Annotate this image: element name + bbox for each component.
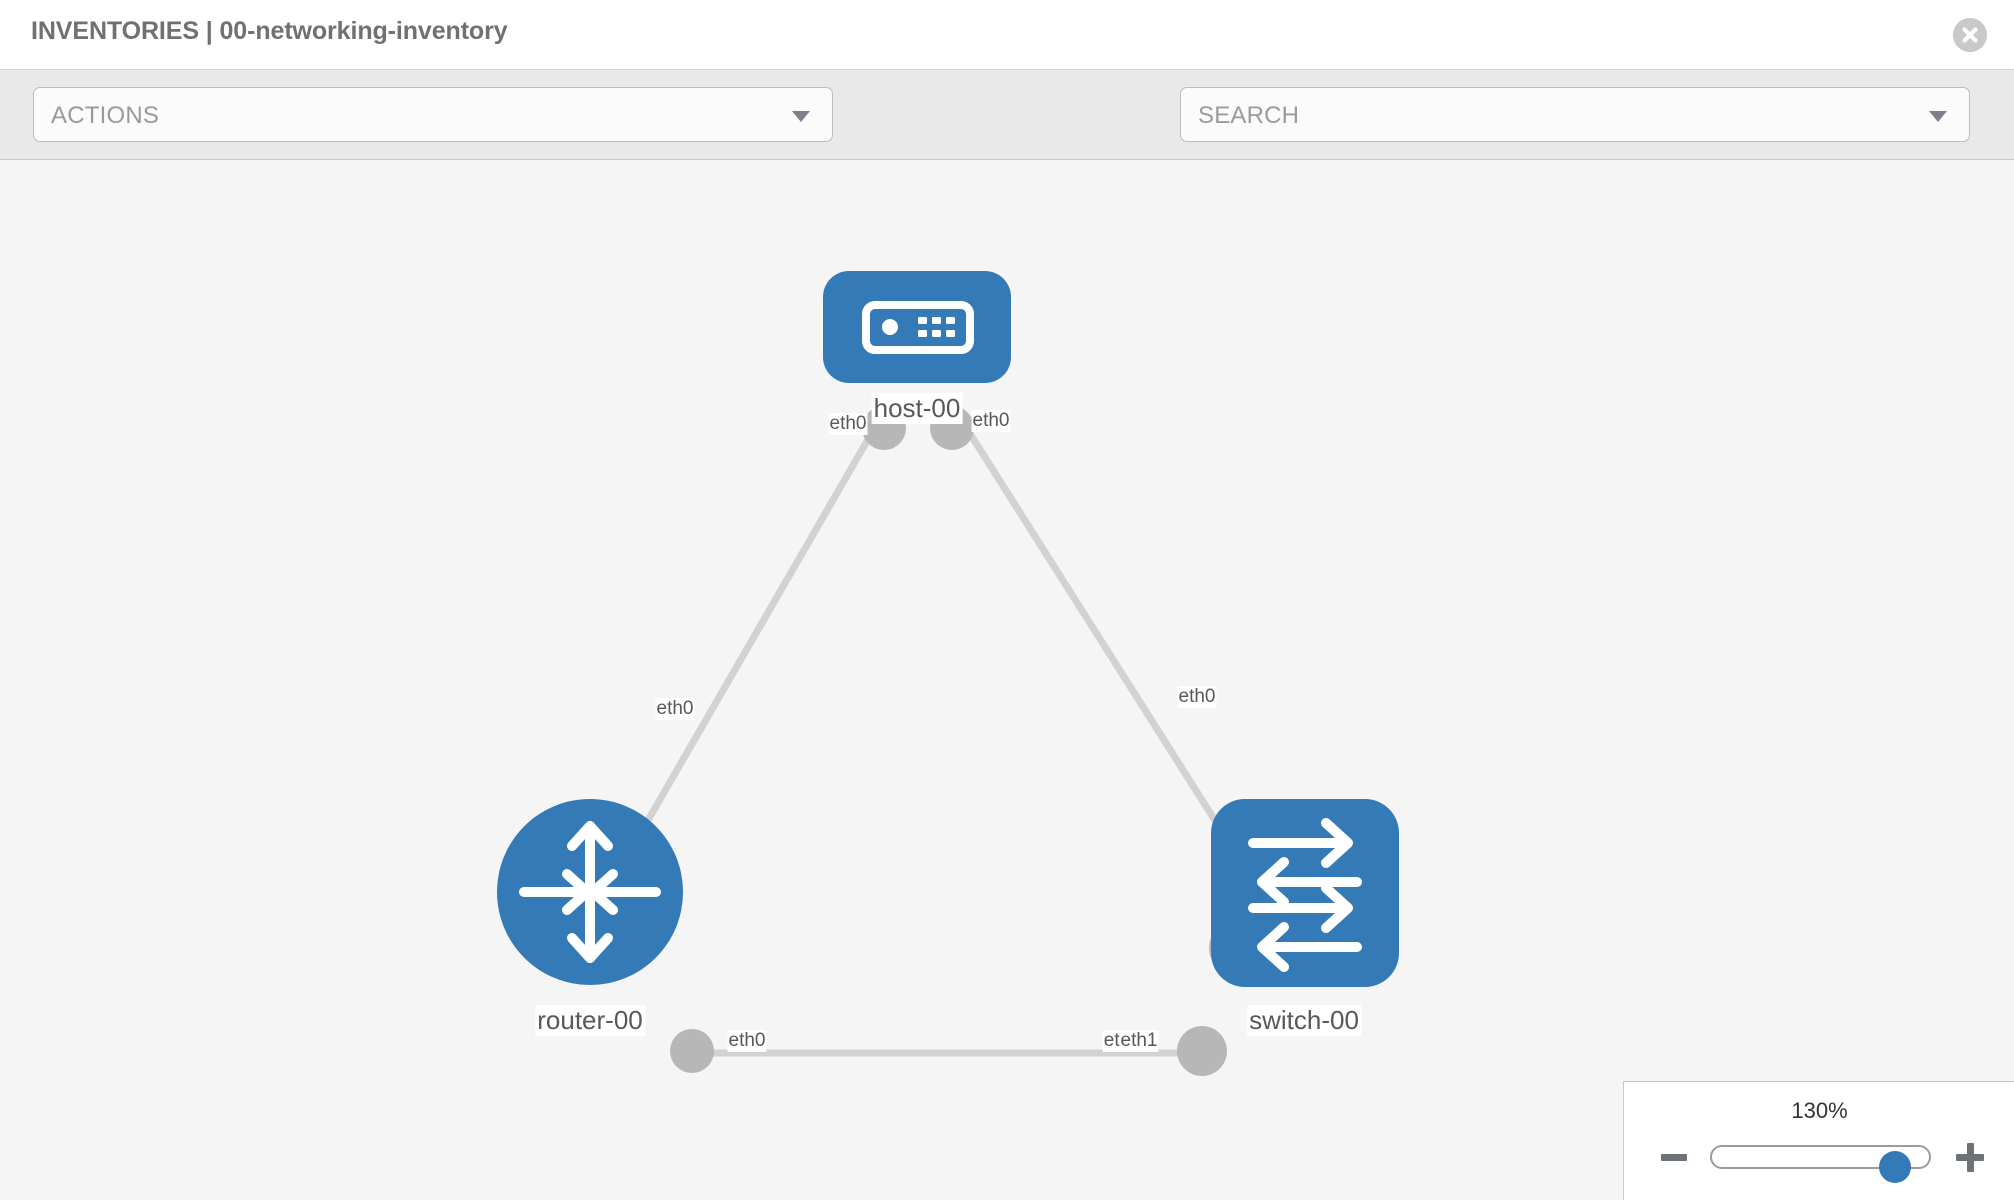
zoom-in-button[interactable] bbox=[1954, 1141, 1986, 1173]
zoom-level-value: 130% bbox=[1791, 1098, 1848, 1123]
edge-host-switch[interactable] bbox=[952, 408, 1243, 862]
interface-markers bbox=[670, 406, 1259, 1076]
topology-graph bbox=[497, 271, 1399, 1076]
actions-dropdown-label: ACTIONS bbox=[51, 102, 160, 129]
edge-host-router[interactable] bbox=[621, 408, 889, 862]
graph-edges bbox=[621, 408, 1243, 1057]
window-header: INVENTORIES | 00-networking-inventory bbox=[0, 0, 2014, 70]
edge-label-host-left: eth0 bbox=[828, 413, 868, 435]
close-icon[interactable] bbox=[1953, 18, 1987, 52]
search-placeholder: SEARCH bbox=[1198, 102, 1300, 129]
edge-label-router-diagonal: eth0 bbox=[655, 698, 695, 720]
node-label-switch: switch-00 bbox=[1247, 1005, 1361, 1036]
zoom-slider-row bbox=[1624, 1137, 2014, 1183]
edge-label-switch-diagonal: eth0 bbox=[1177, 686, 1217, 708]
chevron-down-icon bbox=[792, 111, 810, 122]
zoom-slider-thumb[interactable] bbox=[1879, 1151, 1911, 1183]
zoom-out-button[interactable] bbox=[1658, 1141, 1690, 1173]
switch-arrows-icon bbox=[1248, 818, 1362, 972]
interface-dot-switch-left[interactable] bbox=[1177, 1026, 1227, 1076]
edge-label-switch-horizontal-b: eth1 bbox=[1119, 1030, 1159, 1052]
actions-dropdown[interactable]: ACTIONS bbox=[33, 87, 833, 142]
zoom-slider[interactable] bbox=[1710, 1145, 1931, 1183]
search-input[interactable]: SEARCH bbox=[1180, 87, 1970, 142]
node-host-00[interactable] bbox=[823, 271, 1011, 383]
zoom-control-panel: 130% bbox=[1623, 1081, 2014, 1200]
node-switch-00[interactable] bbox=[1211, 799, 1399, 987]
edge-label-router-horizontal: eth0 bbox=[727, 1030, 767, 1052]
plus-icon-vertical bbox=[1967, 1143, 1974, 1172]
router-arrows-icon bbox=[519, 821, 661, 963]
topology-canvas[interactable]: host-00 router-00 switch-00 eth0 eth0 et… bbox=[0, 160, 2014, 1200]
node-label-host: host-00 bbox=[871, 393, 963, 424]
minus-icon bbox=[1661, 1154, 1687, 1161]
edge-label-host-right: eth0 bbox=[971, 410, 1011, 432]
page-title: INVENTORIES | 00-networking-inventory bbox=[31, 17, 508, 45]
node-router-00[interactable] bbox=[497, 799, 683, 985]
chevron-down-icon[interactable] bbox=[1929, 111, 1947, 122]
server-icon bbox=[862, 301, 974, 354]
node-label-router: router-00 bbox=[535, 1005, 645, 1036]
interface-dot-router-right[interactable] bbox=[670, 1029, 714, 1073]
toolbar: ACTIONS bbox=[0, 70, 2014, 198]
